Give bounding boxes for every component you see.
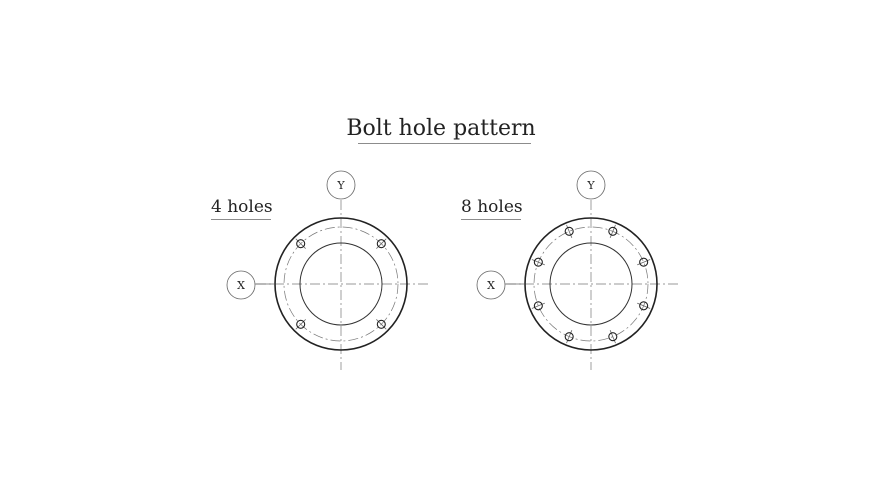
bolt-hole xyxy=(533,301,543,311)
bolt-hole xyxy=(376,239,386,249)
bolt-hole xyxy=(564,226,574,236)
bolt-hole xyxy=(296,319,306,329)
hole-centerline xyxy=(609,330,616,344)
y-axis-label: Y xyxy=(586,179,595,192)
pattern-label: 8 holes xyxy=(461,197,523,217)
pattern-4-holes: 4 holes Y X xyxy=(211,170,428,370)
bolt-hole xyxy=(608,332,618,342)
bolt-hole xyxy=(376,319,386,329)
x-axis-label: X xyxy=(487,279,495,292)
pattern-8-holes: 8 holes Y X xyxy=(461,170,678,370)
hole-centerline xyxy=(376,238,387,249)
y-axis-bubble xyxy=(576,170,606,200)
y-axis-label: Y xyxy=(336,179,345,192)
pattern-label: 4 holes xyxy=(211,197,273,217)
diagram-title: Bolt hole pattern xyxy=(346,116,535,141)
hole-centerline xyxy=(295,238,306,249)
bolt-hole xyxy=(564,332,574,342)
hole-centerline xyxy=(295,319,306,330)
x-axis-label: X xyxy=(237,279,245,292)
bolt-hole xyxy=(533,257,543,267)
bolt-hole xyxy=(296,239,306,249)
bolt-circle xyxy=(533,226,649,342)
hole-centerline xyxy=(609,224,616,238)
hole-centerline xyxy=(566,330,573,344)
hole-centerline xyxy=(637,259,651,266)
bolt-hole xyxy=(608,226,618,236)
bore-circle xyxy=(299,242,383,326)
hole-centerline xyxy=(566,224,573,238)
hole-centerline xyxy=(531,302,545,309)
bore-circle xyxy=(549,242,633,326)
bolt-hole xyxy=(639,257,649,267)
bolt-circle xyxy=(283,226,399,342)
y-axis-bubble xyxy=(326,170,356,200)
x-axis-bubble xyxy=(476,270,506,300)
hole-centerline xyxy=(531,259,545,266)
hole-centerline xyxy=(376,319,387,330)
x-axis-bubble xyxy=(226,270,256,300)
hole-centerline xyxy=(637,302,651,309)
bolt-hole xyxy=(639,301,649,311)
